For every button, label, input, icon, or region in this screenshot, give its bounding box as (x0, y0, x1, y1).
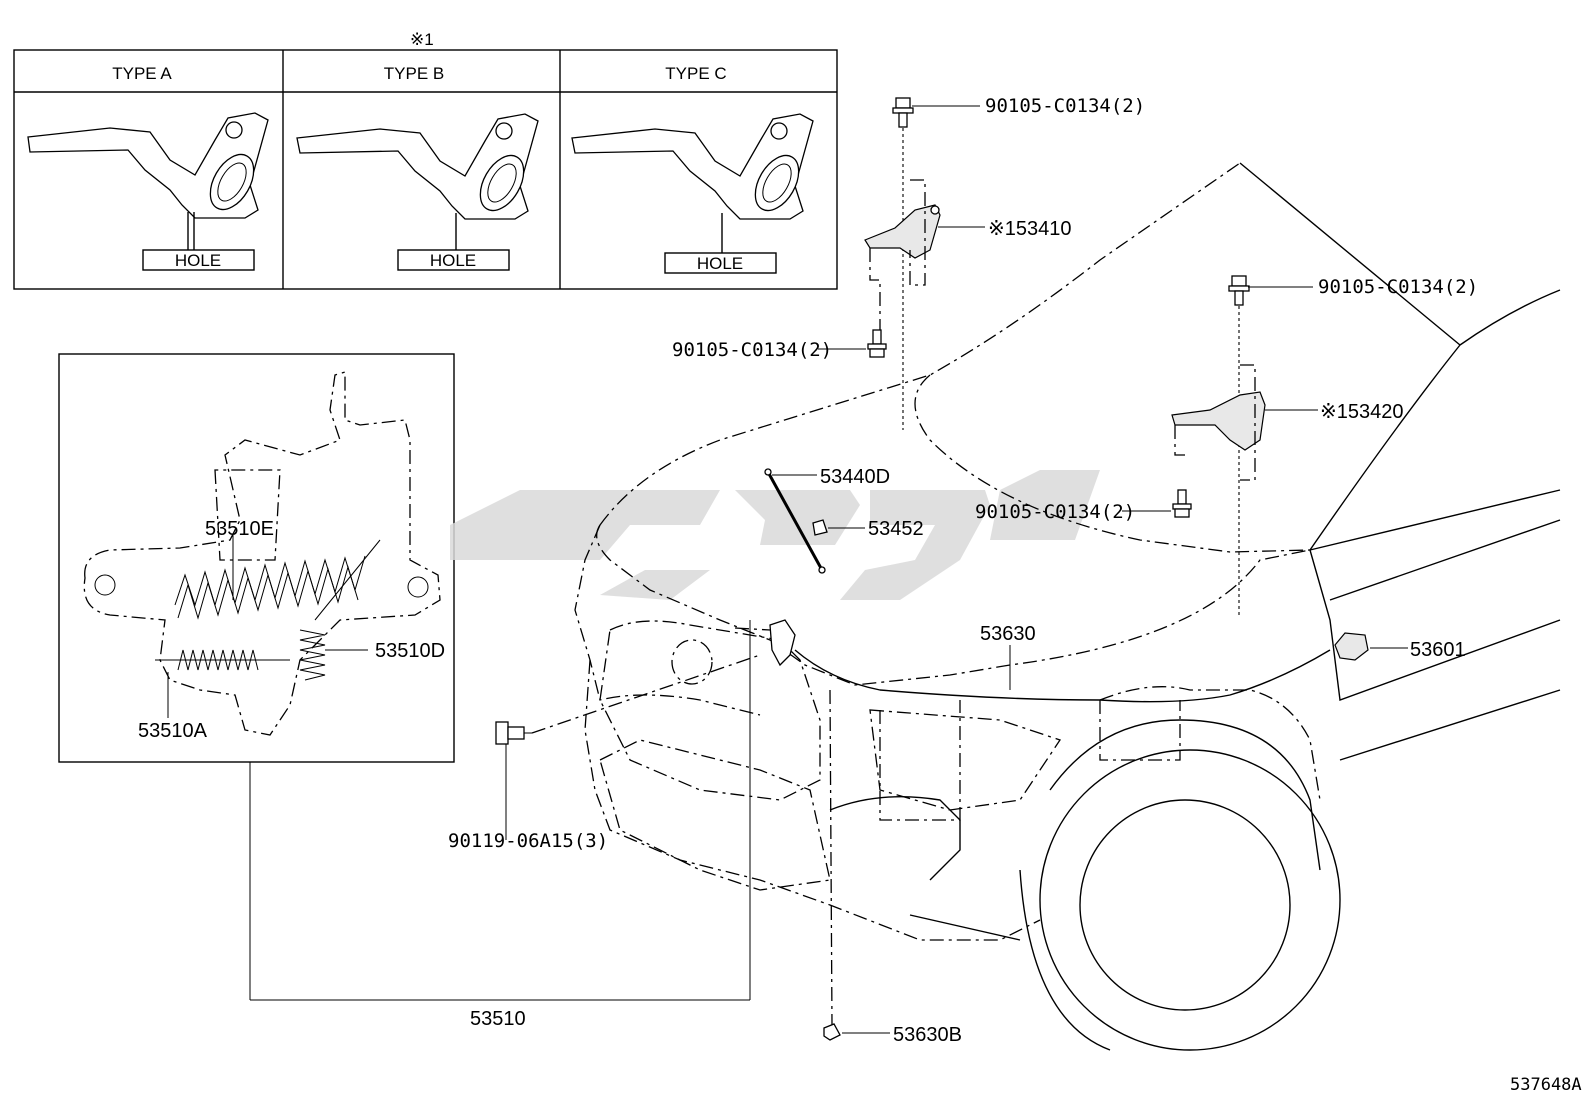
label-hood-stay-holder: 53452 (868, 518, 924, 540)
vehicle-outline (574, 162, 1561, 1051)
type-b-hinge-drawing: HOLE (296, 113, 539, 271)
type-b-hole-label: HOLE (430, 251, 476, 270)
type-c-hole-box (664, 252, 777, 274)
type-table-frame (13, 49, 838, 290)
label-latch-assy: 53510 (470, 1008, 526, 1030)
type-a-header: TYPE A (112, 64, 172, 83)
hood-stay-group: 53440D 53452 (764, 466, 924, 574)
label-latch-bolt: 90119-06A15(3) (448, 830, 608, 852)
figure-id: 537648A (1510, 1075, 1582, 1095)
latch-detail-box: 53510E 53510D 53510A (58, 353, 751, 1001)
type-a-hole-label: HOLE (175, 251, 221, 270)
type-c-header: TYPE C (665, 64, 726, 83)
label-hinge-left: ※153410 (988, 218, 1072, 240)
type-b-header: TYPE B (384, 64, 444, 83)
label-bolt-hinge-left-bottom: 90105-C0134(2) (672, 339, 832, 361)
hood-latch[interactable] (769, 619, 796, 667)
label-release-cable: 53630 (980, 623, 1036, 645)
type-table: ※1 TYPE A TYPE B TYPE C HOLE HOLE (13, 30, 838, 290)
type-c-hole-label: HOLE (697, 254, 743, 273)
label-hood-stay: 53440D (820, 466, 890, 488)
label-53510E: 53510E (205, 518, 274, 540)
label-release-lever: 53601 (1410, 639, 1466, 661)
hinge-right-group: 90105-C0134(2) ※153420 90105-C0134(2) (975, 275, 1478, 615)
type-a-hinge-drawing: HOLE (27, 112, 269, 271)
bolt-hinge-right-bottom (1172, 489, 1192, 518)
release-cable (794, 649, 1331, 703)
hinge-left[interactable] (864, 204, 941, 259)
bolt-hinge-left-top (892, 97, 914, 128)
watermark-logo (450, 470, 1100, 600)
label-bolt-hinge-right-top: 90105-C0134(2) (1318, 276, 1478, 298)
bolt-hinge-left-bottom (867, 329, 887, 358)
hood-stay-holder[interactable] (812, 519, 828, 536)
label-53510D: 53510D (375, 640, 445, 662)
type-c-hinge-drawing: HOLE (571, 113, 814, 274)
label-bolt-hinge-left-top: 90105-C0134(2) (985, 95, 1145, 117)
label-53510A: 53510A (138, 720, 208, 742)
hinge-right[interactable] (1171, 391, 1266, 451)
label-bolt-hinge-right-bottom: 90105-C0134(2) (975, 501, 1135, 523)
label-cable-clamp: 53630B (893, 1024, 962, 1046)
note-mark-1: ※1 (410, 30, 434, 49)
type-b-hole-box (397, 249, 510, 271)
hood-stay[interactable] (764, 468, 772, 476)
latch-detail-frame (58, 353, 455, 763)
latch-bolt (495, 721, 532, 745)
type-a-hole-box (142, 249, 255, 271)
hinge-left-group: 90105-C0134(2) ※153410 90105-C0134(2) (672, 95, 1145, 430)
release-lever[interactable] (1334, 632, 1369, 661)
cable-clamp[interactable] (823, 1023, 841, 1041)
label-hinge-right: ※153420 (1320, 401, 1404, 423)
latch-cable-group: 90119-06A15(3) 53510 53630 53601 53630B (448, 619, 1466, 1046)
bolt-hinge-right-top (1228, 275, 1250, 306)
